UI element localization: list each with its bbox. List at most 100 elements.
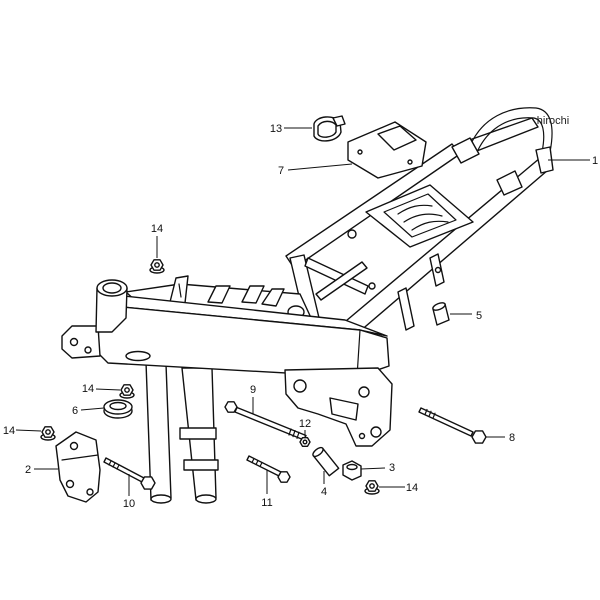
bolt-thread [288,428,300,439]
callout-9: 9 [250,384,256,396]
engine-hanger [261,288,285,307]
callout-8: 8 [509,432,515,444]
bolt-hole [434,266,442,274]
leader-lines [15,127,590,496]
bolt-head [224,401,238,413]
watermark-text: hirochi [537,115,569,127]
clamp-tab [332,115,346,127]
callout-14-right: 14 [406,482,418,494]
callout-7: 7 [278,165,284,177]
leader-line-6 [80,407,105,411]
leader-line-7 [287,163,353,171]
leader-line-3 [360,467,386,470]
collar-nut-bore [346,463,358,471]
bolt-hole [368,282,376,290]
bolt-head [277,471,291,483]
bolt-thread [251,457,263,468]
swingarm-pivot-plate [284,367,393,447]
part-7-cover-plate [347,121,427,179]
rear-grab-loop-inner [477,117,545,153]
nut-bore [302,439,308,445]
bolt-thread [424,408,436,419]
clamp-band-inner [317,120,337,138]
pivot-hole [370,426,382,438]
cover-plate-hole [357,149,363,155]
bolt-thread [108,460,120,470]
head-tube-bore [102,282,122,294]
pivot-hole [293,379,307,393]
callout-14-left: 14 [3,425,15,437]
part-8-bolt [418,407,487,444]
callout-1: 1 [592,155,598,167]
part-14-nut-top [149,259,165,274]
cover-plate-cutout [377,125,417,151]
ring-hole [109,401,127,411]
part-14-nut-left [40,426,56,441]
engine-hanger [207,285,231,304]
lug-hole [69,337,79,347]
electrical-tray [365,184,474,248]
nut-bore [45,429,51,435]
downtube-collar [179,427,217,440]
bracket-hole [86,488,94,496]
part-3-collar-nut [342,460,362,481]
nut-bore [369,483,375,489]
bracket-hole [65,479,75,489]
bolt-head [140,476,156,490]
subframe-strut [397,287,415,331]
part-12-nut [299,437,311,447]
collar-end [432,302,446,311]
tray-wiring [397,204,449,231]
bolt-hole [347,229,357,239]
nut-bore [124,387,130,393]
seat-mount-bracket [496,170,523,196]
cross-tube [315,261,368,301]
bolt-shaft [418,407,474,437]
leader-line-14-mid [95,388,121,391]
rear-grab-loop [469,107,553,153]
bracket-hole [69,441,79,451]
downtube-right-end [195,494,217,504]
part-13-clamp [313,115,346,142]
callout-14-mid: 14 [82,383,94,395]
part-14-nut-right [364,480,380,495]
part-11-bolt [246,455,291,483]
part-5-collar [432,302,450,326]
part-14-nut-mid [119,384,135,399]
callout-5: 5 [476,310,482,322]
downtube-collar [183,459,219,471]
seat-mount-bracket [451,137,480,164]
main-spar-lightening-hole [125,350,151,362]
front-engine-lug [61,325,101,359]
frame-head-tube [61,279,128,359]
nut-bore [154,262,160,268]
bolt-head [471,430,487,444]
callout-4: 4 [321,486,327,498]
callout-3: 3 [389,462,395,474]
callout-13: 13 [270,123,282,135]
callout-14-top: 14 [151,223,163,235]
pivot-bracket [329,397,359,421]
subframe-rail-end [535,146,554,174]
spacer-end [312,446,324,458]
callout-6: 6 [72,405,78,417]
frame-downtubes [145,361,219,504]
rear-subframe [285,107,554,339]
callout-12: 12 [299,418,311,430]
callout-2: 2 [25,464,31,476]
part-9-pivot-bolt [224,401,307,441]
bracket-ridge [61,454,99,461]
engine-hanger [241,285,265,304]
electrical-tray-inner [383,193,457,238]
callout-11: 11 [261,497,272,509]
lug-hole [84,346,92,354]
engine-hanger-slot [178,283,182,298]
part-6-clamp-ring [103,399,133,419]
part-4-spacer [312,446,340,477]
callout-10: 10 [123,498,135,510]
pivot-hole [358,432,366,440]
pivot-hole [358,386,370,398]
part-2-engine-bracket [55,431,101,503]
leader-line-14-left [15,429,42,432]
